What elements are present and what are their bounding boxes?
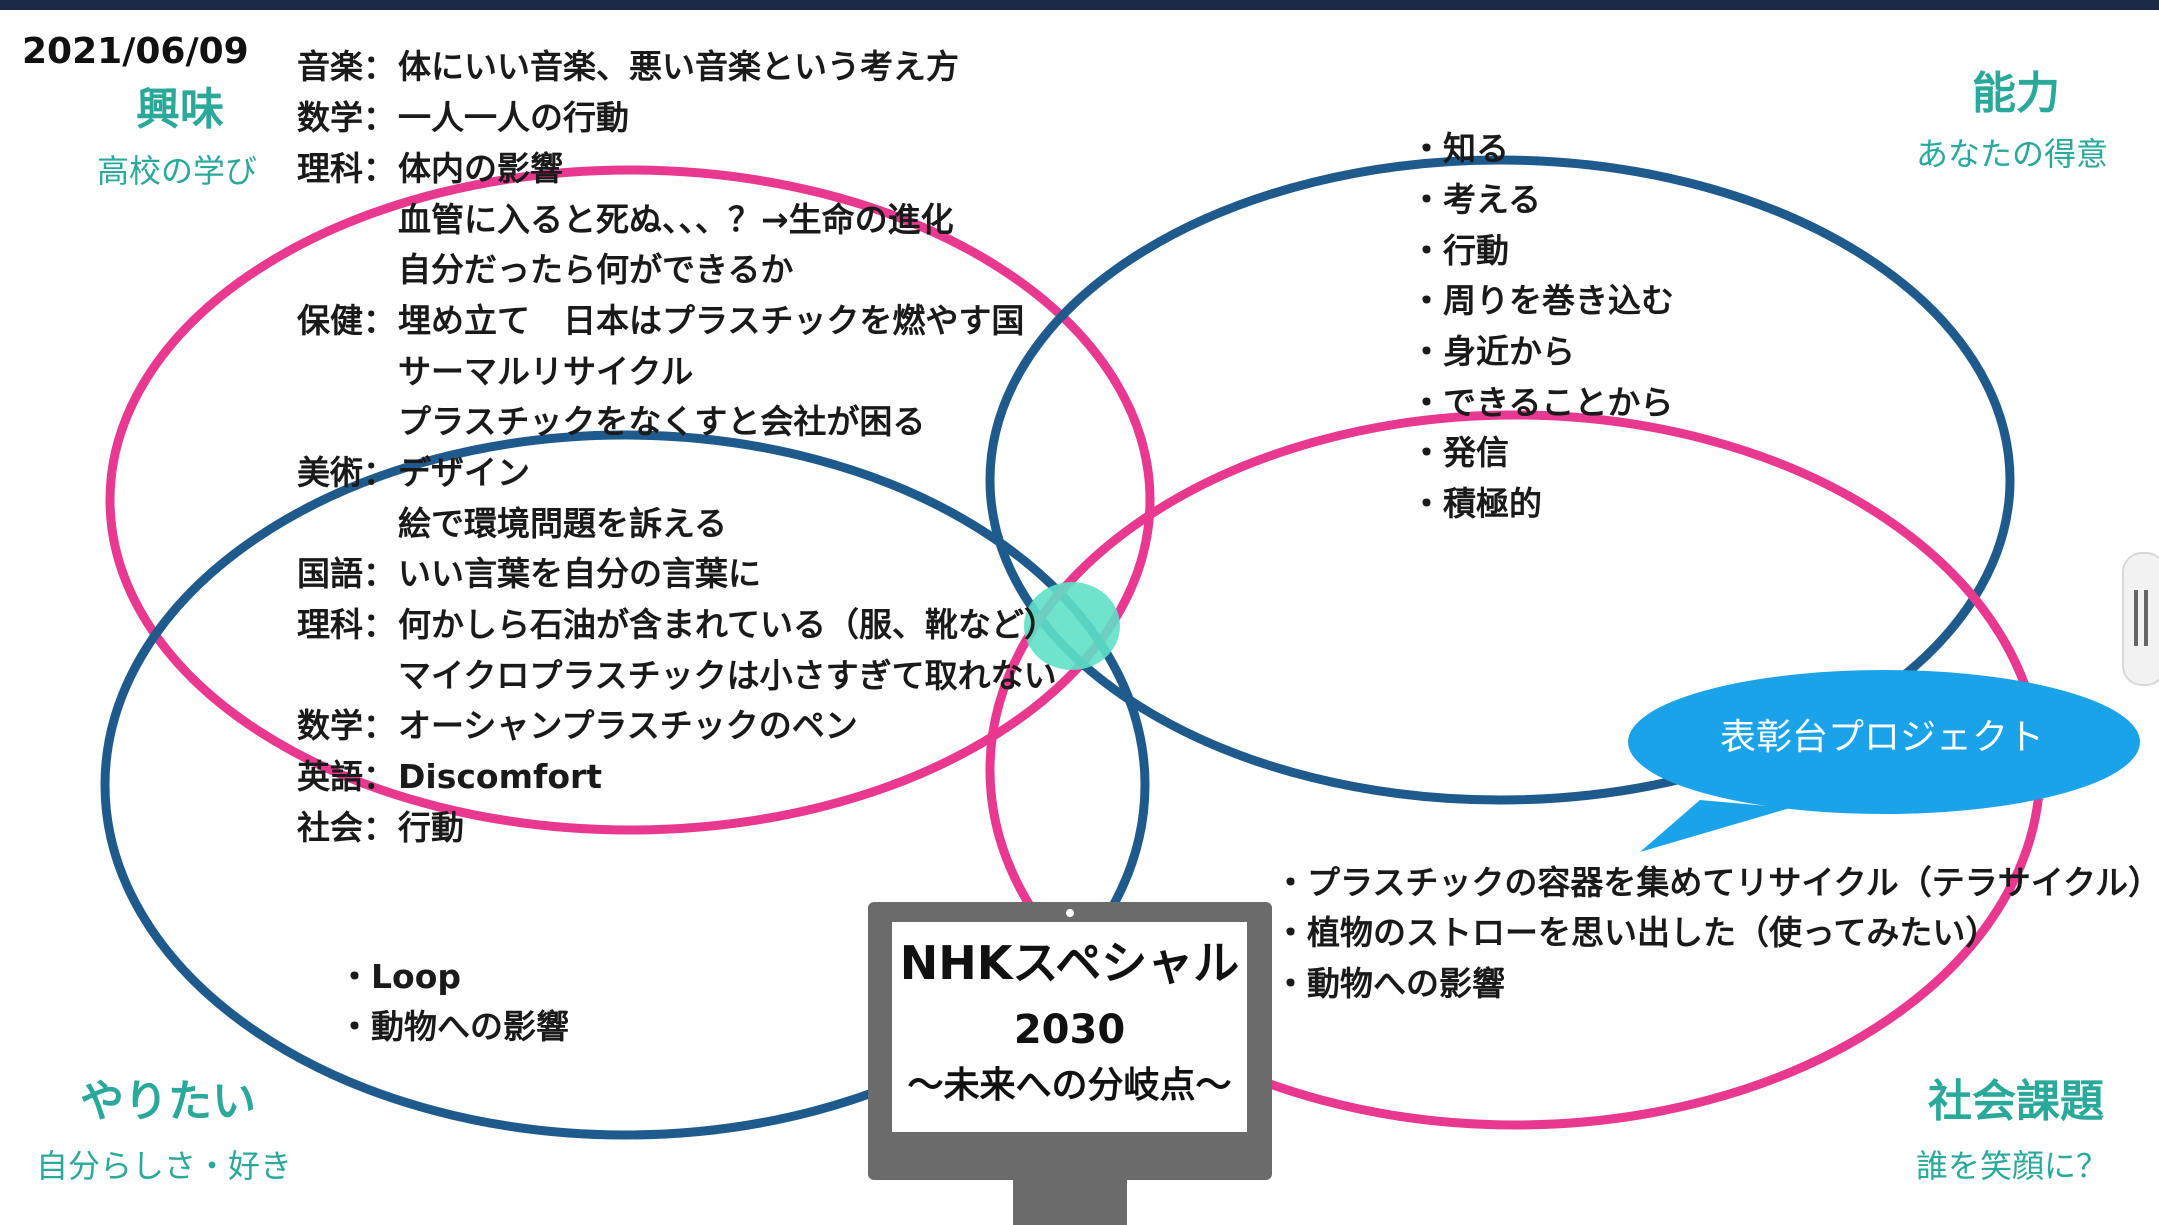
subject-label: 数学： (297, 98, 396, 137)
subject-label: 理科： (297, 149, 396, 188)
list-item: ・発信 (1410, 433, 1509, 472)
monitor-screen: NHKスペシャル 2030 〜未来への分岐点〜 (892, 922, 1247, 1132)
ability-circle (985, 155, 2015, 805)
list-item: ・周りを巻き込む (1410, 281, 1674, 320)
subject-content: 体にいい音楽、悪い音楽という考え方 (398, 47, 959, 86)
subject-label: 保健： (297, 301, 396, 340)
list-item: ・植物のストローを思い出した（使ってみたい） (1274, 913, 1999, 952)
subject-label: 音楽： (297, 47, 396, 86)
subject-content: いい言葉を自分の言葉に (398, 554, 761, 593)
list-item: ・できることから (1410, 383, 1674, 422)
list-item: ・知る (1410, 129, 1509, 168)
list-item: ・動物への影響 (1274, 964, 1505, 1003)
ability-subtitle: あなたの得意 (1916, 135, 2109, 173)
center-highlight (1024, 582, 1120, 670)
list-item: ・プラスチックの容器を集めてリサイクル（テラサイクル） (1274, 863, 2159, 902)
top-bar (0, 0, 2159, 10)
subject-label: 理科： (297, 605, 396, 644)
subject-content: 自分だったら何ができるか (398, 250, 794, 289)
interest-title: 興味 (136, 84, 224, 135)
subject-content: 何かしら石油が含まれている（服、靴など） (398, 605, 1058, 644)
interest-subtitle: 高校の学び (97, 152, 258, 190)
side-panel-handle[interactable] (2122, 552, 2159, 686)
social-subtitle: 誰を笑顔に？ (1916, 1147, 2109, 1185)
list-item: ・身近から (1410, 332, 1575, 371)
subject-content: Discomfort (398, 757, 603, 796)
subject-content: オーシャンプラスチックのペン (398, 706, 858, 745)
want-subtitle: 自分らしさ・好き (36, 1147, 293, 1185)
ability-title: 能力 (1972, 68, 2060, 119)
grip-icon (2144, 590, 2148, 646)
want-circle (100, 430, 1150, 1140)
list-item: ・Loop (338, 957, 461, 996)
monitor-camera (1066, 909, 1074, 917)
speech-bubble (1628, 670, 2140, 814)
interest-circle (105, 165, 1155, 835)
date: 2021/06/09 (22, 31, 249, 72)
list-item: ・考える (1410, 180, 1542, 219)
list-item: ・動物への影響 (338, 1007, 569, 1046)
subject-content: 一人一人の行動 (398, 98, 629, 137)
monitor-subtitle: 〜未来への分岐点〜 (907, 1065, 1232, 1106)
subject-label: 美術： (297, 453, 396, 492)
want-title: やりたい (80, 1076, 256, 1127)
subject-content: 血管に入ると死ぬ、、、？→生命の進化 (398, 200, 954, 239)
subject-content: デザイン (398, 453, 530, 492)
monitor-stand (1013, 1180, 1127, 1225)
subject-label: 英語： (297, 757, 396, 796)
list-item: ・行動 (1410, 231, 1509, 270)
speech-bubble-text: 表彰台プロジェクト (1719, 717, 2044, 758)
subject-label: 国語： (297, 554, 396, 593)
subject-content: 埋め立て 日本はプラスチックを燃やす国 (398, 301, 1025, 340)
subject-content: マイクロプラスチックは小さすぎて取れない (398, 656, 1057, 695)
subject-content: サーマルリサイクル (398, 352, 694, 391)
subject-content: 体内の影響 (398, 149, 563, 188)
subject-label: 数学： (297, 706, 396, 745)
subject-content: 行動 (398, 808, 464, 847)
grip-icon (2134, 590, 2138, 646)
speech-bubble-shape (1640, 800, 1790, 852)
monitor-year: 2030 (1013, 1007, 1126, 1053)
subject-content: 絵で環境問題を訴える (398, 504, 728, 543)
subject-content: プラスチックをなくすと会社が困る (398, 402, 926, 441)
list-item: ・積極的 (1410, 484, 1542, 523)
social-title: 社会課題 (1928, 1076, 2104, 1127)
monitor-title: NHKスペシャル (899, 936, 1240, 990)
subject-label: 社会： (297, 808, 396, 847)
